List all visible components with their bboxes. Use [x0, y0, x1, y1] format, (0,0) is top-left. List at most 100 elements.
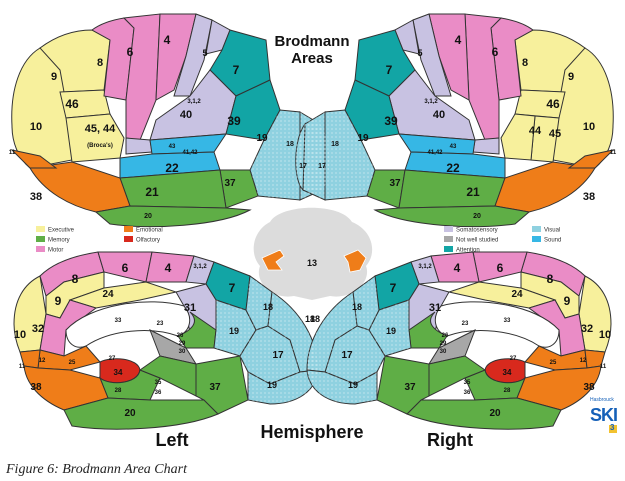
lateral-left-label-2: 8: [97, 57, 103, 69]
legend-right-label-3: Visual: [544, 228, 560, 234]
legend-right-label-2: Attention: [456, 248, 480, 254]
medial-left-label-29: 20: [124, 408, 136, 419]
medial-left-label-20: 35: [155, 380, 162, 386]
lateral-right-label-4: 46: [546, 97, 560, 111]
lateral-left-label-11: 40: [180, 109, 192, 121]
medial-left-label-7: 31: [184, 302, 196, 314]
lateral-left-label-5: 10: [30, 121, 42, 133]
legend-left-label-0: Executive: [48, 228, 75, 234]
medial-right-label-3: 8: [547, 272, 554, 286]
lateral-left-label-21: 38: [30, 191, 42, 203]
medial-right-label-5: 7: [390, 281, 397, 295]
lateral-left-label-16: 19: [256, 133, 268, 144]
area-45-44: [66, 114, 124, 162]
lateral-right-label-20: 37: [389, 178, 401, 189]
lateral-left-label-18: 17: [299, 163, 307, 170]
medial-right-label-9: 23: [462, 321, 469, 327]
medial-left-label-21: 36: [155, 390, 162, 396]
lateral-right-label-2: 8: [522, 57, 528, 69]
legend-left-label-1: Memory: [48, 238, 70, 244]
medial-right-label-28: 38: [583, 382, 595, 393]
legend-right-label-1: Not well studied: [456, 238, 498, 244]
lateral-left-label-3: 9: [51, 71, 57, 83]
medial-left-label-19: 28: [115, 388, 122, 394]
area-43: [126, 138, 152, 154]
medial-right-label-2: 3,1,2: [418, 264, 432, 270]
lateral-left-label-13: 43: [169, 144, 176, 150]
medial-right-label-7: 31: [429, 302, 441, 314]
medial-right-label-14: 10: [599, 329, 611, 341]
area-20-r: [375, 206, 529, 227]
lateral-left-label-9: 7: [233, 63, 240, 77]
lateral-right-label-5: 44: [529, 125, 542, 137]
legend-left-swatch-4: [124, 236, 133, 242]
medial-left-label-24: 17: [272, 350, 284, 361]
area-38: [30, 162, 130, 212]
area-20: [96, 206, 250, 227]
medial-right-label-6: 24: [511, 289, 523, 300]
lateral-right-label-16: 19: [357, 133, 369, 144]
medial-right-label-12: 29: [440, 341, 447, 347]
medial-left-label-4: 9: [55, 294, 62, 308]
lateral-right-label-0: 4: [455, 33, 462, 47]
medial-left-label-3: 3,1,2: [193, 264, 207, 270]
lateral-left-label-8: 5: [202, 48, 207, 58]
legend-left-swatch-2: [36, 246, 45, 252]
lateral-right-label-3: 9: [568, 71, 574, 83]
center-label-0: 13: [307, 258, 317, 268]
medial-right-label-19: 28: [504, 388, 511, 394]
medial-left-label-2: 4: [165, 261, 172, 275]
legend-right-swatch-1: [444, 236, 453, 242]
medial-right-label-24: 17: [341, 350, 353, 361]
lateral-right-label-8: 5: [417, 48, 422, 58]
logo-badge-text: 3: [610, 423, 614, 432]
medial-right-label-26: 19: [348, 380, 358, 390]
lateral-left-label-1: 6: [127, 45, 134, 59]
lateral-right-label-15: 22: [446, 161, 460, 175]
medial-right-label-4: 9: [564, 294, 571, 308]
medial-right-label-30: 11: [600, 364, 607, 370]
lateral-right-label-17: 18: [331, 141, 339, 148]
legend-left-swatch-3: [124, 226, 133, 232]
medial-right-label-11: 26: [442, 333, 449, 339]
medial-right-label-25: 18: [310, 314, 320, 324]
lateral-left-label-17: 18: [286, 141, 294, 148]
legend-left-label-2: Motor: [48, 248, 63, 254]
medial-right-label-23: 18: [352, 302, 362, 312]
visual-texture-4: [303, 112, 325, 200]
medial-left-label-14: 10: [14, 329, 26, 341]
lateral-left-label-14: 41,42: [182, 150, 198, 156]
medial-left-label-16: 25: [69, 360, 76, 366]
medial-right-label-10: 33: [504, 318, 511, 324]
medial-right-label-22: 19: [386, 326, 396, 336]
medial-left-label-0: 8: [72, 272, 79, 286]
lateral-right-label-19: 21: [466, 185, 480, 199]
medial-right-label-17: 27: [510, 356, 517, 362]
lateral-right-label-14: 41,42: [427, 150, 443, 156]
medial-right-label-0: 4: [454, 261, 461, 275]
medial-right-label-8: 32: [581, 323, 593, 335]
legend-left-swatch-0: [36, 226, 45, 232]
brodmann-diagram: 4689461045, 44(Broca's)573,1,240394341,4…: [0, 0, 625, 455]
lateral-left-label-22: 20: [144, 213, 152, 220]
legend-right-swatch-0: [444, 226, 453, 232]
lateral-left-label-23: 11: [9, 150, 16, 156]
lateral-left-label-20: 37: [224, 178, 236, 189]
legend-right-label-0: Somatosensory: [456, 228, 498, 234]
lateral-right-label-23: 11: [610, 150, 617, 156]
lateral-left-label-15: 22: [165, 161, 179, 175]
lateral-right-label-22: 20: [473, 213, 481, 220]
lateral-left-label-10: 3,1,2: [187, 99, 201, 105]
lateral-right-label-13: 43: [450, 144, 457, 150]
lateral-right-label-7: 10: [583, 121, 595, 133]
label-left: Left: [156, 430, 189, 450]
medial-left-label-18: 34: [114, 368, 123, 377]
area-43-r: [473, 138, 499, 154]
lateral-left-label-19: 21: [145, 185, 159, 199]
lateral-right-label-6: 45: [549, 128, 561, 140]
medial-left-label-9: 33: [115, 318, 122, 324]
medial-left-label-6: 7: [229, 281, 236, 295]
medial-left-label-5: 24: [102, 289, 114, 300]
